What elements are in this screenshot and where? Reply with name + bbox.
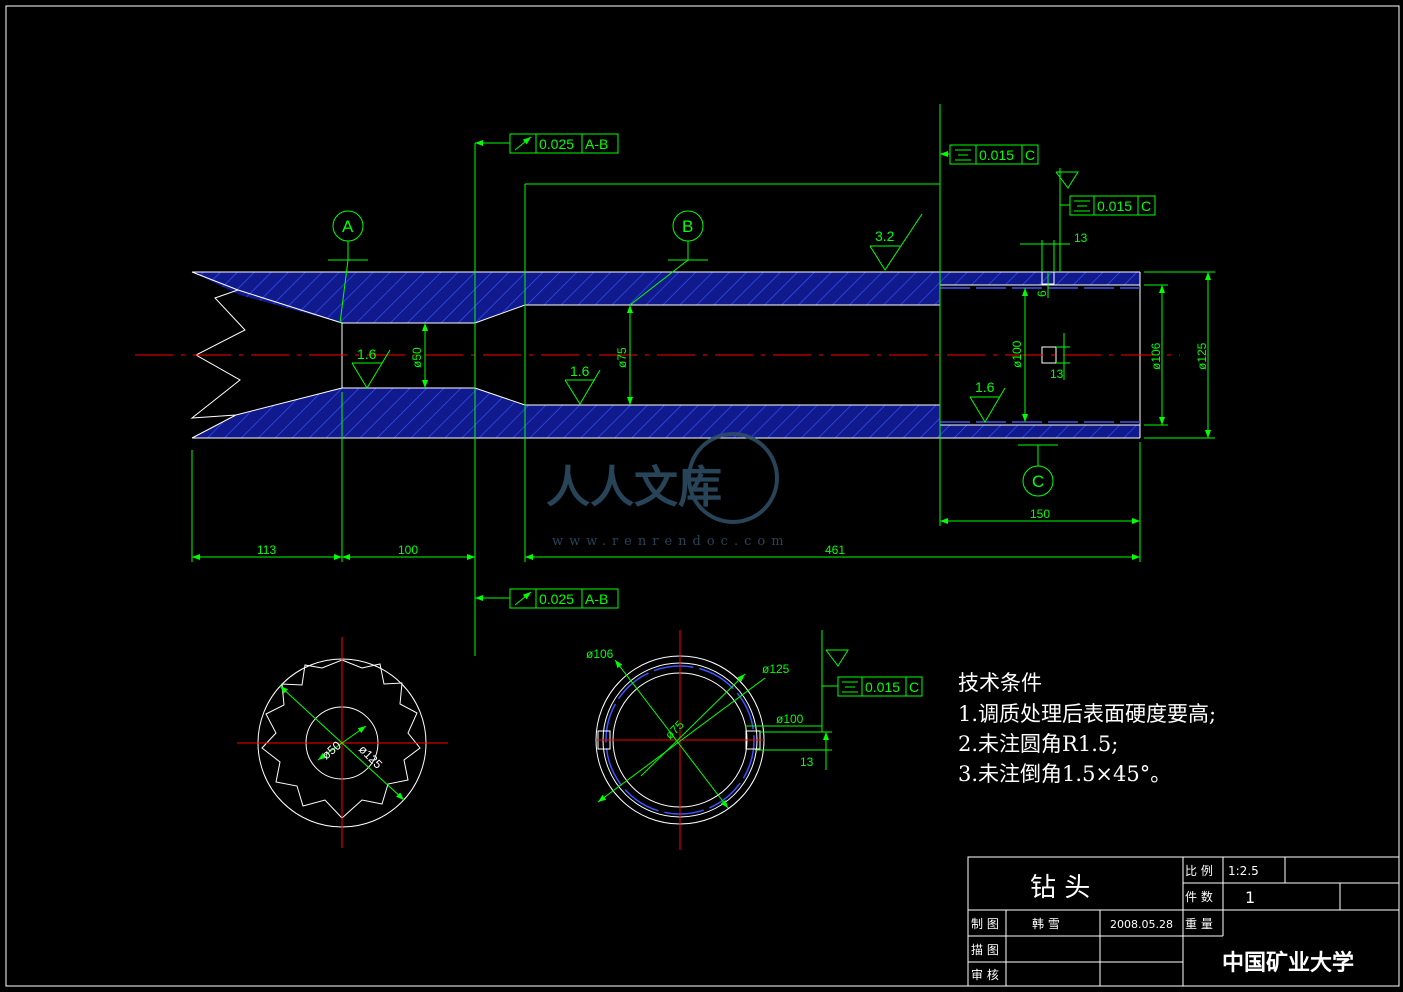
- fcf-symmetry-right: 0.015 C: [1055, 168, 1156, 272]
- fcf-runout-top: 0.025 A-B: [475, 133, 619, 154]
- fcf-symmetry-section-value: 0.015: [865, 679, 900, 695]
- school-name: 中国矿业大学: [1222, 950, 1354, 976]
- sec-d125: ø125: [762, 662, 790, 676]
- dim-461: 461: [825, 543, 845, 557]
- roughness-1-6-a: 1.6: [357, 346, 377, 362]
- drawn-label: 制 图: [971, 917, 999, 931]
- fcf-symmetry-section-ref: C: [909, 679, 919, 695]
- dim-113: 113: [257, 543, 276, 557]
- dim-d50: ø50: [410, 347, 424, 368]
- scale-value: 1:2.5: [1228, 864, 1259, 878]
- tech-item-1: 1.调质处理后表面硬度要高;: [958, 702, 1216, 726]
- watermark-text: 人人文库: [546, 462, 722, 513]
- fcf-symmetry-top-ref: C: [1025, 147, 1035, 163]
- left-end-view: ø50 ø125: [237, 637, 448, 848]
- scale-label: 比 例: [1185, 864, 1213, 878]
- fcf-runout-bottom-ref: A-B: [585, 591, 608, 607]
- technical-notes: 技术条件 1.调质处理后表面硬度要高; 2.未注圆角R1.5; 3.未注倒角1.…: [958, 671, 1216, 786]
- drawn-date: 2008.05.28: [1110, 918, 1173, 931]
- tech-item-3: 3.未注倒角1.5×45°。: [958, 762, 1171, 786]
- fcf-runout-top-ref: A-B: [585, 136, 608, 152]
- fcf-symmetry-section: 0.015 C: [821, 630, 923, 732]
- sec-13: 13: [800, 755, 814, 769]
- fcf-symmetry-right-value: 0.015: [1097, 198, 1132, 214]
- tech-title: 技术条件: [958, 671, 1042, 695]
- hatch-upper-wall: [192, 272, 1140, 323]
- weight-label: 重 量: [1185, 917, 1213, 931]
- count-value: 1: [1245, 888, 1255, 907]
- dim-100: 100: [398, 543, 418, 557]
- datum-markers: A B C: [328, 210, 1058, 497]
- roughness-1-6-b: 1.6: [570, 363, 590, 379]
- hatch-lower-wall: [192, 388, 1140, 438]
- main-dimensions: 113 100 461 150 ø50 ø75 ø100 ø106 ø125 1…: [191, 104, 1215, 656]
- sec-d100: ø100: [776, 712, 804, 726]
- tech-item-2: 2.未注圆角R1.5;: [958, 732, 1118, 756]
- fcf-runout-bottom-value: 0.025: [539, 591, 574, 607]
- fcf-runout-top-value: 0.025: [539, 136, 574, 152]
- dim-key-6: 6: [1035, 290, 1049, 297]
- drawn-name: 韩 雪: [1032, 916, 1060, 931]
- roughness-1-6-c: 1.6: [975, 379, 995, 395]
- dim-d75: ø75: [615, 347, 629, 368]
- dim-d125: ø125: [1195, 342, 1209, 370]
- count-label: 件 数: [1185, 889, 1213, 904]
- dim-d106: ø106: [1149, 342, 1163, 370]
- watermark-url: www.renrendoc.com: [552, 534, 790, 549]
- roughness-3-2: 3.2: [875, 228, 895, 244]
- fcf-symmetry-top-value: 0.015: [979, 147, 1014, 163]
- watermark: 人人文库 www.renrendoc.com: [546, 432, 790, 549]
- dim-key-13-side: 13: [1050, 367, 1064, 381]
- dim-150: 150: [1030, 507, 1050, 521]
- dim-key-13-top: 13: [1074, 231, 1088, 245]
- sheet-border: [5, 5, 1400, 987]
- main-section-view: [135, 271, 1180, 439]
- dim-d100: ø100: [1010, 340, 1024, 368]
- part-name: 钻 头: [1030, 873, 1090, 903]
- traced-label: 描 图: [971, 943, 999, 957]
- sec-d106: ø106: [586, 647, 614, 661]
- checked-label: 审 核: [971, 967, 999, 982]
- datum-c: C: [1032, 472, 1044, 491]
- left-view-d125: ø125: [356, 742, 385, 771]
- fcf-symmetry-right-ref: C: [1141, 198, 1151, 214]
- roughness-symbols: 3.2 1.6 1.6 1.6: [351, 213, 1006, 423]
- fcf-symmetry-top: 0.015 C: [940, 144, 1039, 165]
- title-block: 钻 头 比 例 1:2.5 件 数 1 重 量 制 图 韩 雪 2008.05.…: [967, 856, 1400, 987]
- right-section-view: ø106 ø125 ø100 ø75 13: [586, 630, 832, 850]
- datum-a: A: [342, 217, 354, 236]
- datum-b: B: [682, 217, 693, 236]
- fcf-runout-bottom: 0.025 A-B: [475, 588, 619, 609]
